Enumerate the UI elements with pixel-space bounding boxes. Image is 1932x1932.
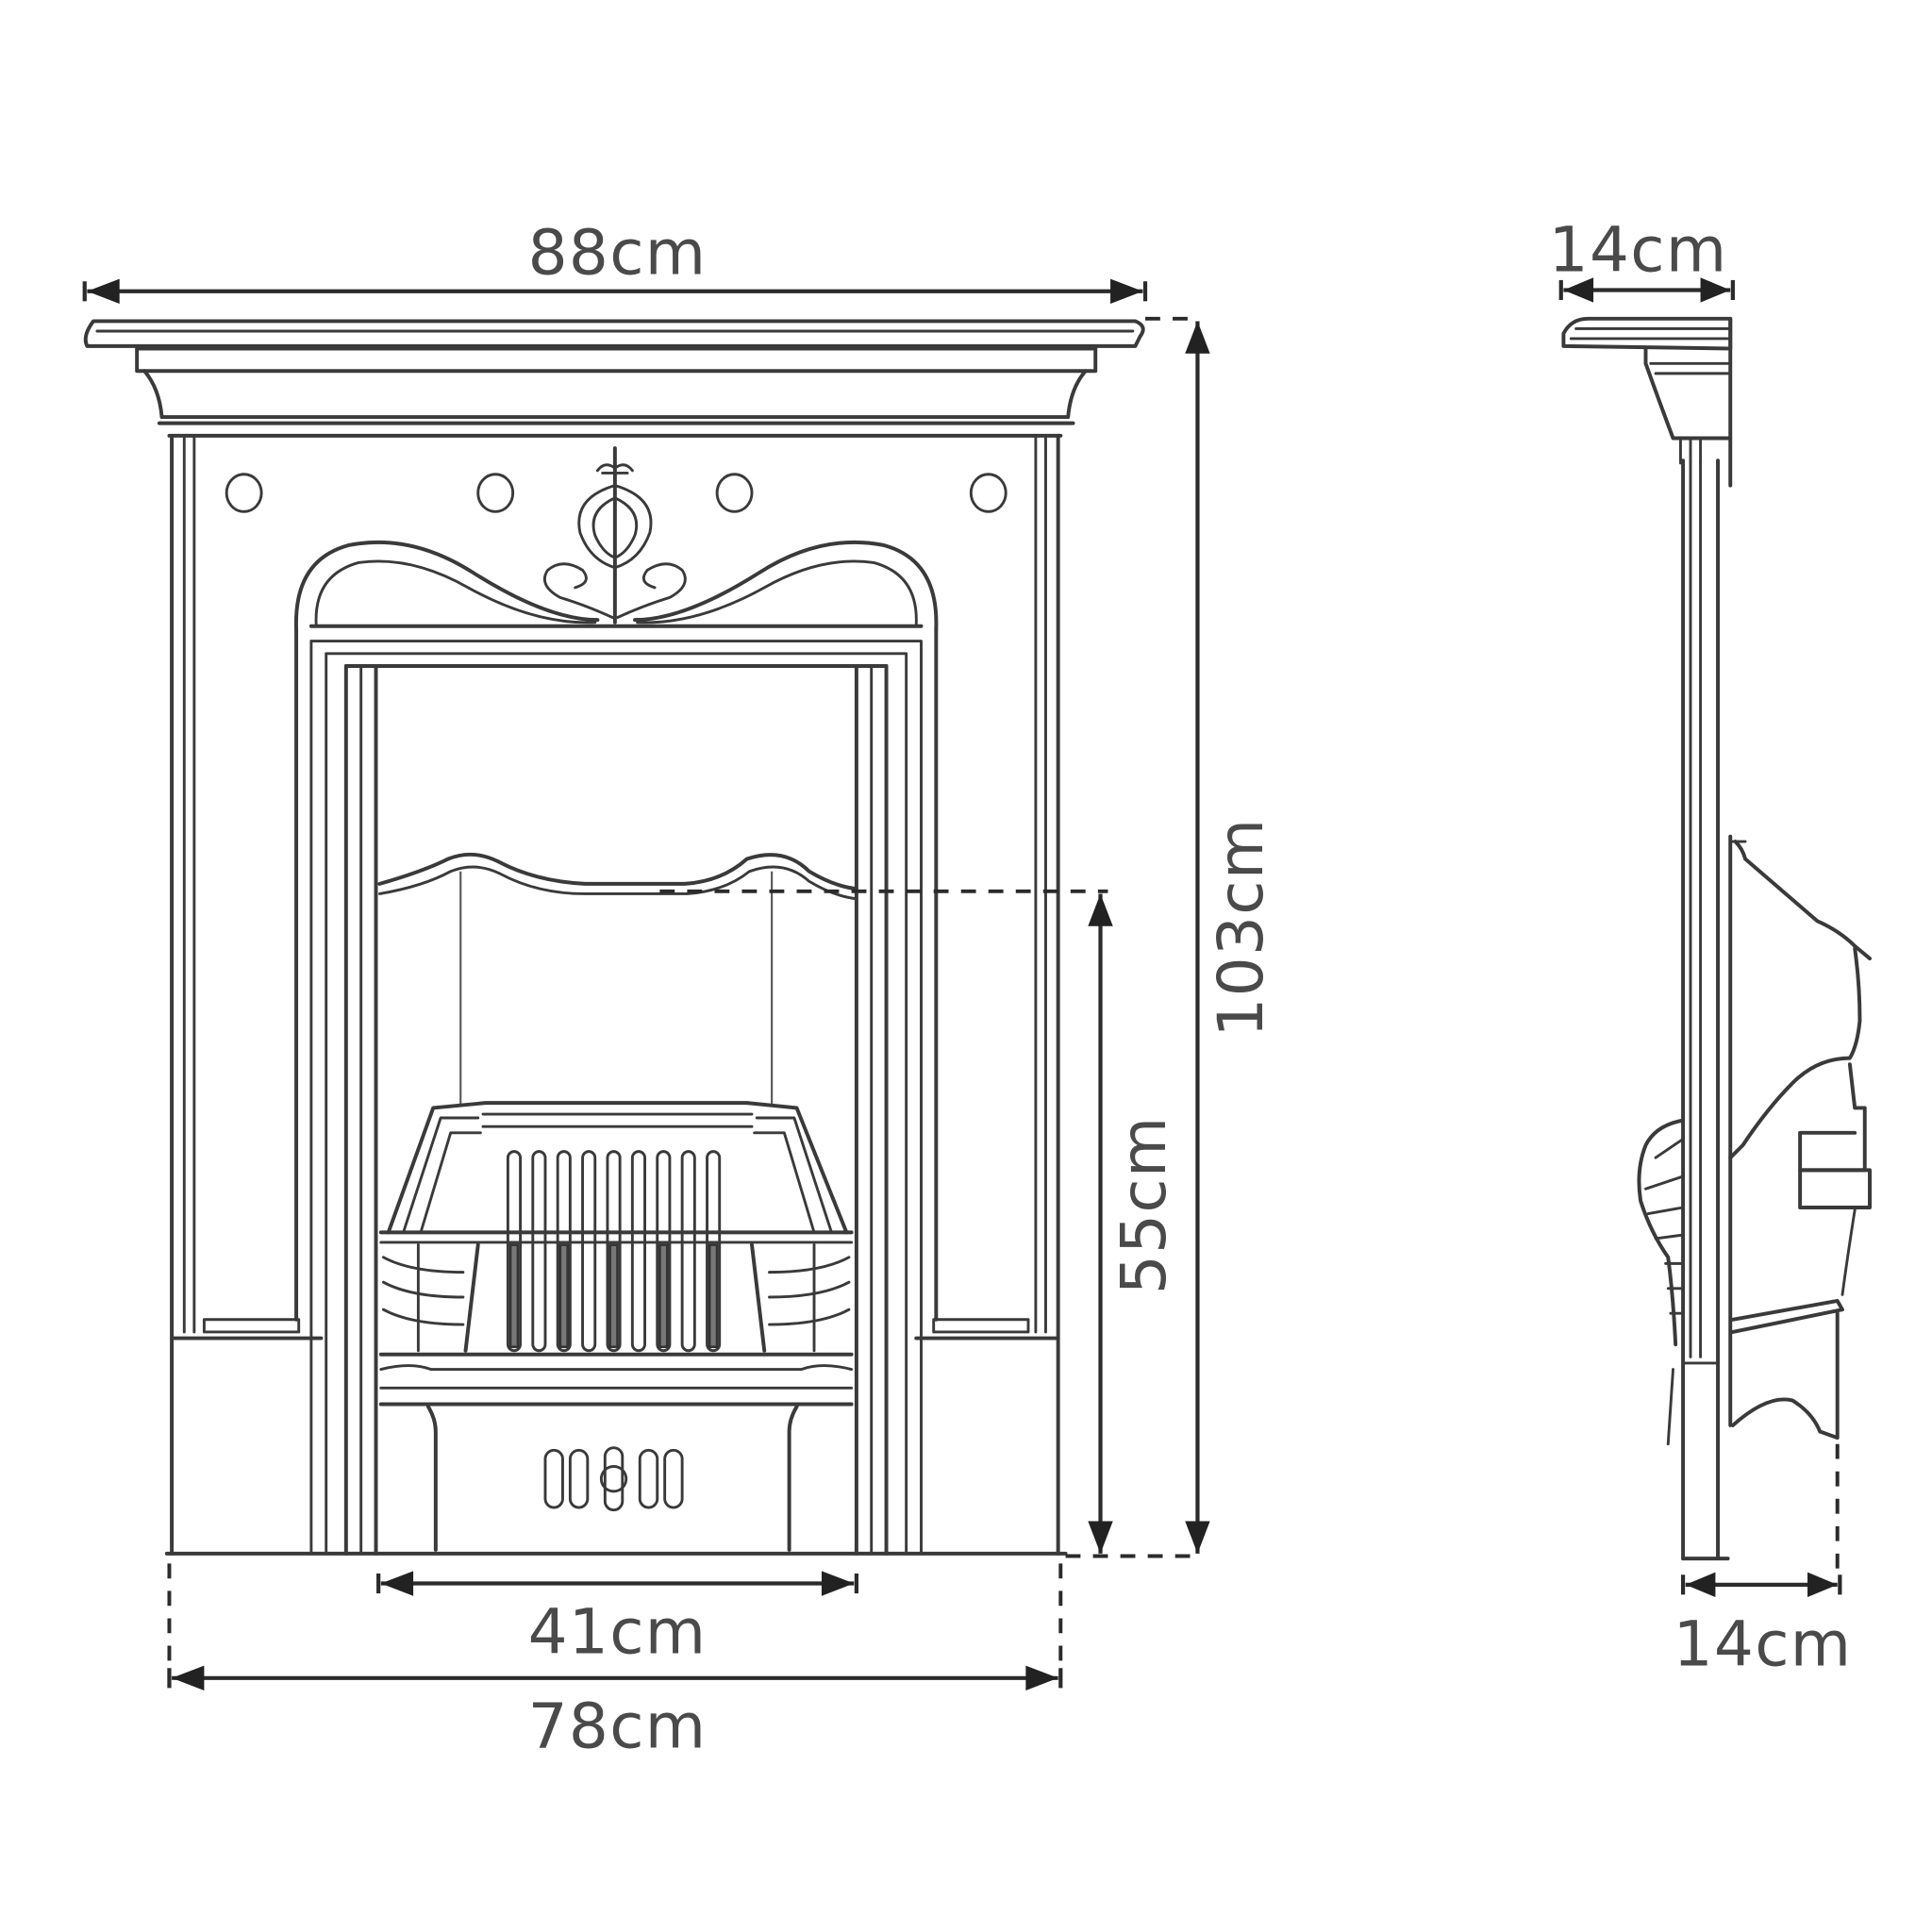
dim-label-88cm: 88cm — [528, 216, 708, 289]
ashpan-front — [425, 1405, 799, 1552]
surround-frame — [164, 433, 1068, 1556]
dimension-mantel-depth: 14cm — [1549, 214, 1735, 303]
roundel-ornaments — [225, 473, 1008, 513]
side-view: 14cm 14cm — [1549, 214, 1872, 1681]
side-body — [1681, 458, 1733, 1561]
grate-basket — [378, 1101, 854, 1407]
dimension-opening-width: 41cm — [376, 1571, 858, 1668]
dim-label-78cm: 78cm — [528, 1690, 708, 1763]
dim-label-41cm: 41cm — [528, 1595, 708, 1668]
side-mantel-profile — [1561, 316, 1733, 488]
dimension-base-depth: 14cm — [1674, 1443, 1853, 1681]
dim-label-55cm: 55cm — [1108, 1115, 1180, 1294]
side-canopy — [1728, 840, 1872, 1441]
dim-label-14cm-bottom: 14cm — [1674, 1608, 1853, 1681]
mantel-shelf — [83, 319, 1145, 438]
dimension-opening-height: 55cm — [659, 889, 1198, 1558]
insert-arch — [294, 540, 939, 631]
dimension-base-width: 78cm — [167, 1563, 1063, 1763]
fleur-ornament — [543, 446, 687, 625]
dim-label-14cm-top: 14cm — [1549, 214, 1728, 287]
front-view: 88cm 103cm 55cm 41cm — [82, 216, 1277, 1763]
canopy — [377, 852, 858, 1106]
dimension-overall-height: 103cm — [1145, 316, 1277, 1554]
grate-bars — [463, 1150, 767, 1353]
dim-label-103cm: 103cm — [1205, 818, 1277, 1038]
insert-frame — [294, 626, 939, 1556]
dimension-overall-width: 88cm — [82, 216, 1148, 304]
side-grate — [1637, 1118, 1686, 1446]
